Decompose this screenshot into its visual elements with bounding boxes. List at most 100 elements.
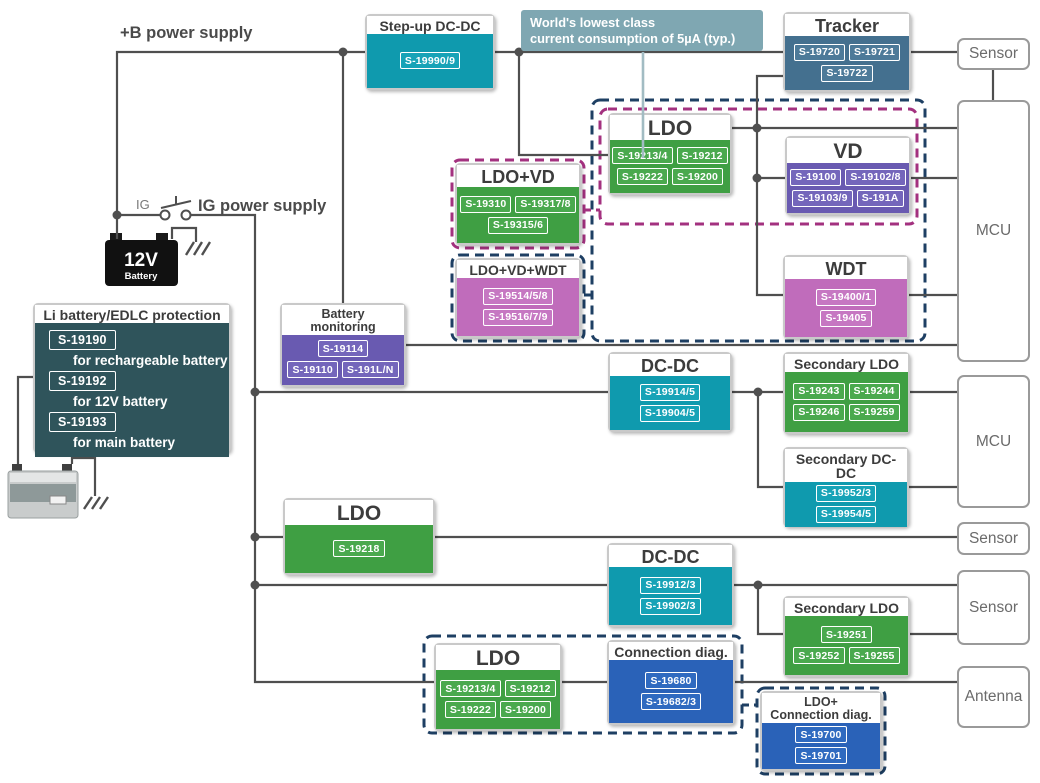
part-chip[interactable]: S-19405 <box>820 309 872 327</box>
battery-li-graphic <box>7 464 79 519</box>
b-power-supply-label: +B power supply <box>120 24 253 42</box>
battery-12v-graphic: 12V Battery <box>105 233 178 286</box>
secondary-dcdc-box: Secondary DC-DC S-19952/3 S-19954/5 <box>783 447 909 527</box>
box-title: Li battery/EDLC protection <box>35 305 229 324</box>
part-chip[interactable]: S-19192 <box>49 371 116 392</box>
vd-box: VD S-19100 S-19102/8 S-19103/9 S-191A <box>785 136 911 215</box>
ldo-vd-box: LDO+VD S-19310 S-19317/8 S-19315/6 <box>455 163 581 245</box>
connection-diag-box: Connection diag. S-19680 S-19682/3 <box>607 640 735 725</box>
part-chip[interactable]: S-19255 <box>848 647 900 665</box>
part-description: for rechargeable battery <box>73 353 228 369</box>
box-title: Connection diag. <box>609 642 733 661</box>
tracker-box: Tracker S-19720 S-19721 S-19722 <box>783 12 911 92</box>
part-chip[interactable]: S-19400/1 <box>815 288 877 306</box>
part-chip[interactable]: S-19902/3 <box>640 597 701 615</box>
box-title: Step-up DC-DC <box>367 16 493 35</box>
part-chip[interactable]: S-191L/N <box>341 361 399 379</box>
part-chip[interactable]: S-19259 <box>848 403 900 421</box>
part-chip[interactable]: S-19100 <box>790 168 842 186</box>
part-chip[interactable]: S-19904/5 <box>639 404 701 422</box>
part-chip[interactable]: S-19222 <box>444 701 496 719</box>
ig-switch-icon <box>159 196 192 221</box>
dashed-group-magenta <box>598 107 919 226</box>
secondary-ldo1-box: Secondary LDO S-19243 S-19244 S-19246 S-… <box>783 352 910 434</box>
part-chip[interactable]: S-19912/3 <box>640 576 701 594</box>
part-chip[interactable]: S-19952/3 <box>815 484 877 502</box>
ldo-bottom-box: LDO S-19213/4 S-19212 S-19222 S-19200 <box>434 643 562 731</box>
battery-12v-label: 12V <box>124 250 158 271</box>
box-title: LDO <box>436 645 560 671</box>
part-chip[interactable]: S-19701 <box>795 747 847 765</box>
ldo-mid-box: LDO S-19218 <box>283 498 435 575</box>
part-chip[interactable]: S-19110 <box>287 361 338 379</box>
secondary-ldo2-box: Secondary LDO S-19251 S-19252 S-19255 <box>783 596 910 677</box>
part-chip[interactable]: S-19102/8 <box>845 168 906 186</box>
wire-set <box>16 50 995 684</box>
part-chip[interactable]: S-19222 <box>616 168 668 186</box>
box-title: LDO+VD+WDT <box>457 260 579 279</box>
box-title-line2: monitoring <box>310 319 376 334</box>
battery-monitoring-box: Battery monitoring S-19114 S-19110 S-191… <box>280 303 406 387</box>
sensor-box-top: Sensor <box>957 38 1030 70</box>
part-chip[interactable]: S-19721 <box>849 43 901 61</box>
part-chip[interactable]: S-19315/6 <box>487 216 549 234</box>
box-title: LDO <box>610 115 730 141</box>
part-chip[interactable]: S-19914/5 <box>639 383 701 401</box>
box-title-line2: Connection diag. <box>770 707 872 722</box>
battery-12v-sublabel: Battery <box>125 271 158 282</box>
part-chip[interactable]: S-19200 <box>500 701 552 719</box>
part-chip[interactable]: S-19680 <box>645 672 697 690</box>
part-chip[interactable]: S-19516/7/9 <box>483 308 553 326</box>
antenna-box: Antenna <box>957 666 1030 728</box>
part-chip[interactable]: S-19514/5/8 <box>483 287 553 305</box>
part-chip[interactable]: S-19103/9 <box>792 189 853 207</box>
part-description: for 12V battery <box>73 394 168 410</box>
part-chip[interactable]: S-19246 <box>793 403 845 421</box>
part-chip[interactable]: S-19190 <box>49 330 116 351</box>
ldo-vd-wdt-box: LDO+VD+WDT S-19514/5/8 S-19516/7/9 <box>455 258 581 338</box>
part-chip[interactable]: S-19212 <box>676 147 728 165</box>
box-title: Secondary LDO <box>785 598 908 617</box>
dashed-group-navy-bottom <box>422 634 744 735</box>
box-title-line1: LDO+ <box>804 695 838 709</box>
part-chip[interactable]: S-19251 <box>820 626 873 644</box>
part-chip[interactable]: S-19990/9 <box>399 52 461 70</box>
part-chip[interactable]: S-19244 <box>848 382 900 400</box>
ground-icon-li <box>83 496 109 510</box>
part-chip[interactable]: S-19682/3 <box>640 693 702 711</box>
wdt-box: WDT S-19400/1 S-19405 <box>783 255 909 339</box>
mcu-box-2: MCU <box>957 375 1030 508</box>
part-chip[interactable]: S-19193 <box>49 412 116 433</box>
box-title: Secondary LDO <box>785 354 908 373</box>
part-chip[interactable]: S-19700 <box>795 726 847 744</box>
callout-line1: World's lowest class <box>530 15 656 30</box>
junction-dots <box>112 47 763 590</box>
box-title: VD <box>787 138 909 164</box>
part-chip[interactable]: S-19114 <box>317 340 369 358</box>
part-chip[interactable]: S-19720 <box>793 43 845 61</box>
part-chip[interactable]: S-19218 <box>333 540 385 558</box>
part-chip[interactable]: S-19317/8 <box>515 195 576 213</box>
ldo-connection-diag-box: LDO+ Connection diag. S-19700 S-19701 <box>760 691 882 771</box>
part-chip[interactable]: S-19954/5 <box>815 505 877 523</box>
box-title: LDO+VD <box>457 165 579 188</box>
stepup-dcdc-box: Step-up DC-DC S-19990/9 <box>365 14 495 90</box>
part-chip[interactable]: S-19212 <box>504 680 556 698</box>
sensor-box-mid: Sensor <box>957 522 1030 555</box>
sensor-box-lower: Sensor <box>957 570 1030 645</box>
part-chip[interactable]: S-191A <box>856 189 904 207</box>
part-chip[interactable]: S-19722 <box>821 64 873 82</box>
part-chip[interactable]: S-19213/4 <box>440 680 501 698</box>
part-chip[interactable]: S-19310 <box>460 195 512 213</box>
part-chip[interactable]: S-19252 <box>793 647 845 665</box>
dashed-group-navy-top <box>590 98 927 343</box>
part-description: for main battery <box>73 435 176 451</box>
part-chip[interactable]: S-19213/4 <box>612 147 673 165</box>
box-title: Tracker <box>785 14 909 37</box>
part-chip[interactable]: S-19243 <box>793 382 845 400</box>
part-chip[interactable]: S-19200 <box>672 168 724 186</box>
mcu-box-1: MCU <box>957 100 1030 362</box>
ig-switch-label: IG <box>136 197 150 212</box>
